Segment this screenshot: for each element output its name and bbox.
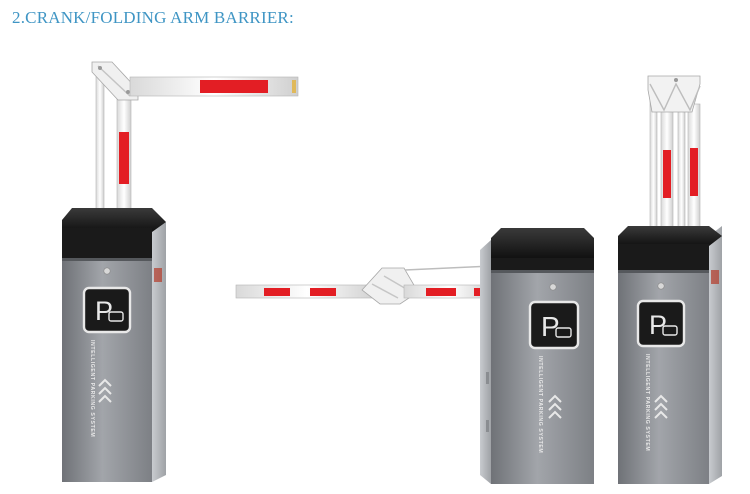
folding-arm-horizontal [129,76,299,97]
cabinet-label: INTELLIGENT PARKING SYSTEM [537,356,543,453]
cabinet-label: INTELLIGENT PARKING SYSTEM [89,340,95,437]
barrier-middle: P INTELLIGENT PARKING SYSTEM [235,228,594,484]
arm-red-stripe [119,132,129,184]
chevron-up-icon [654,394,668,419]
barrier-right: P INTELLIGENT PARKING SYSTEM [618,75,722,484]
indicator-lamp-icon [657,282,665,290]
parking-sign-icon: P [82,286,132,334]
arm-red-stripe [200,80,268,93]
page-title: 2.CRANK/FOLDING ARM BARRIER: [12,8,294,27]
cabinet-right: P INTELLIGENT PARKING SYSTEM [618,226,722,484]
arm-red-stripe [663,150,671,198]
car-icon [662,325,678,336]
svg-text:P: P [541,311,560,342]
arm-hinge [647,75,701,113]
folding-arm-vertical [95,71,132,213]
folding-arm-outer [235,284,379,299]
cabinet-label: INTELLIGENT PARKING SYSTEM [644,354,650,451]
indicator-lamp-icon [549,283,557,291]
chevron-up-icon [548,394,562,419]
parking-sign-icon: P [528,300,580,350]
arm-red-stripe [690,148,698,196]
parking-sign-icon: P [636,299,686,348]
chevron-up-icon [98,378,112,403]
cabinet-middle: P INTELLIGENT PARKING SYSTEM [480,228,594,484]
cabinet-left: P INTELLIGENT PARKING SYSTEM [62,208,166,482]
car-icon [555,327,572,338]
arm-hinge [91,61,139,101]
indicator-lamp-icon [103,267,111,275]
car-icon [108,311,124,322]
barrier-left: P INTELLIGENT PARKING SYSTEM [62,61,299,482]
